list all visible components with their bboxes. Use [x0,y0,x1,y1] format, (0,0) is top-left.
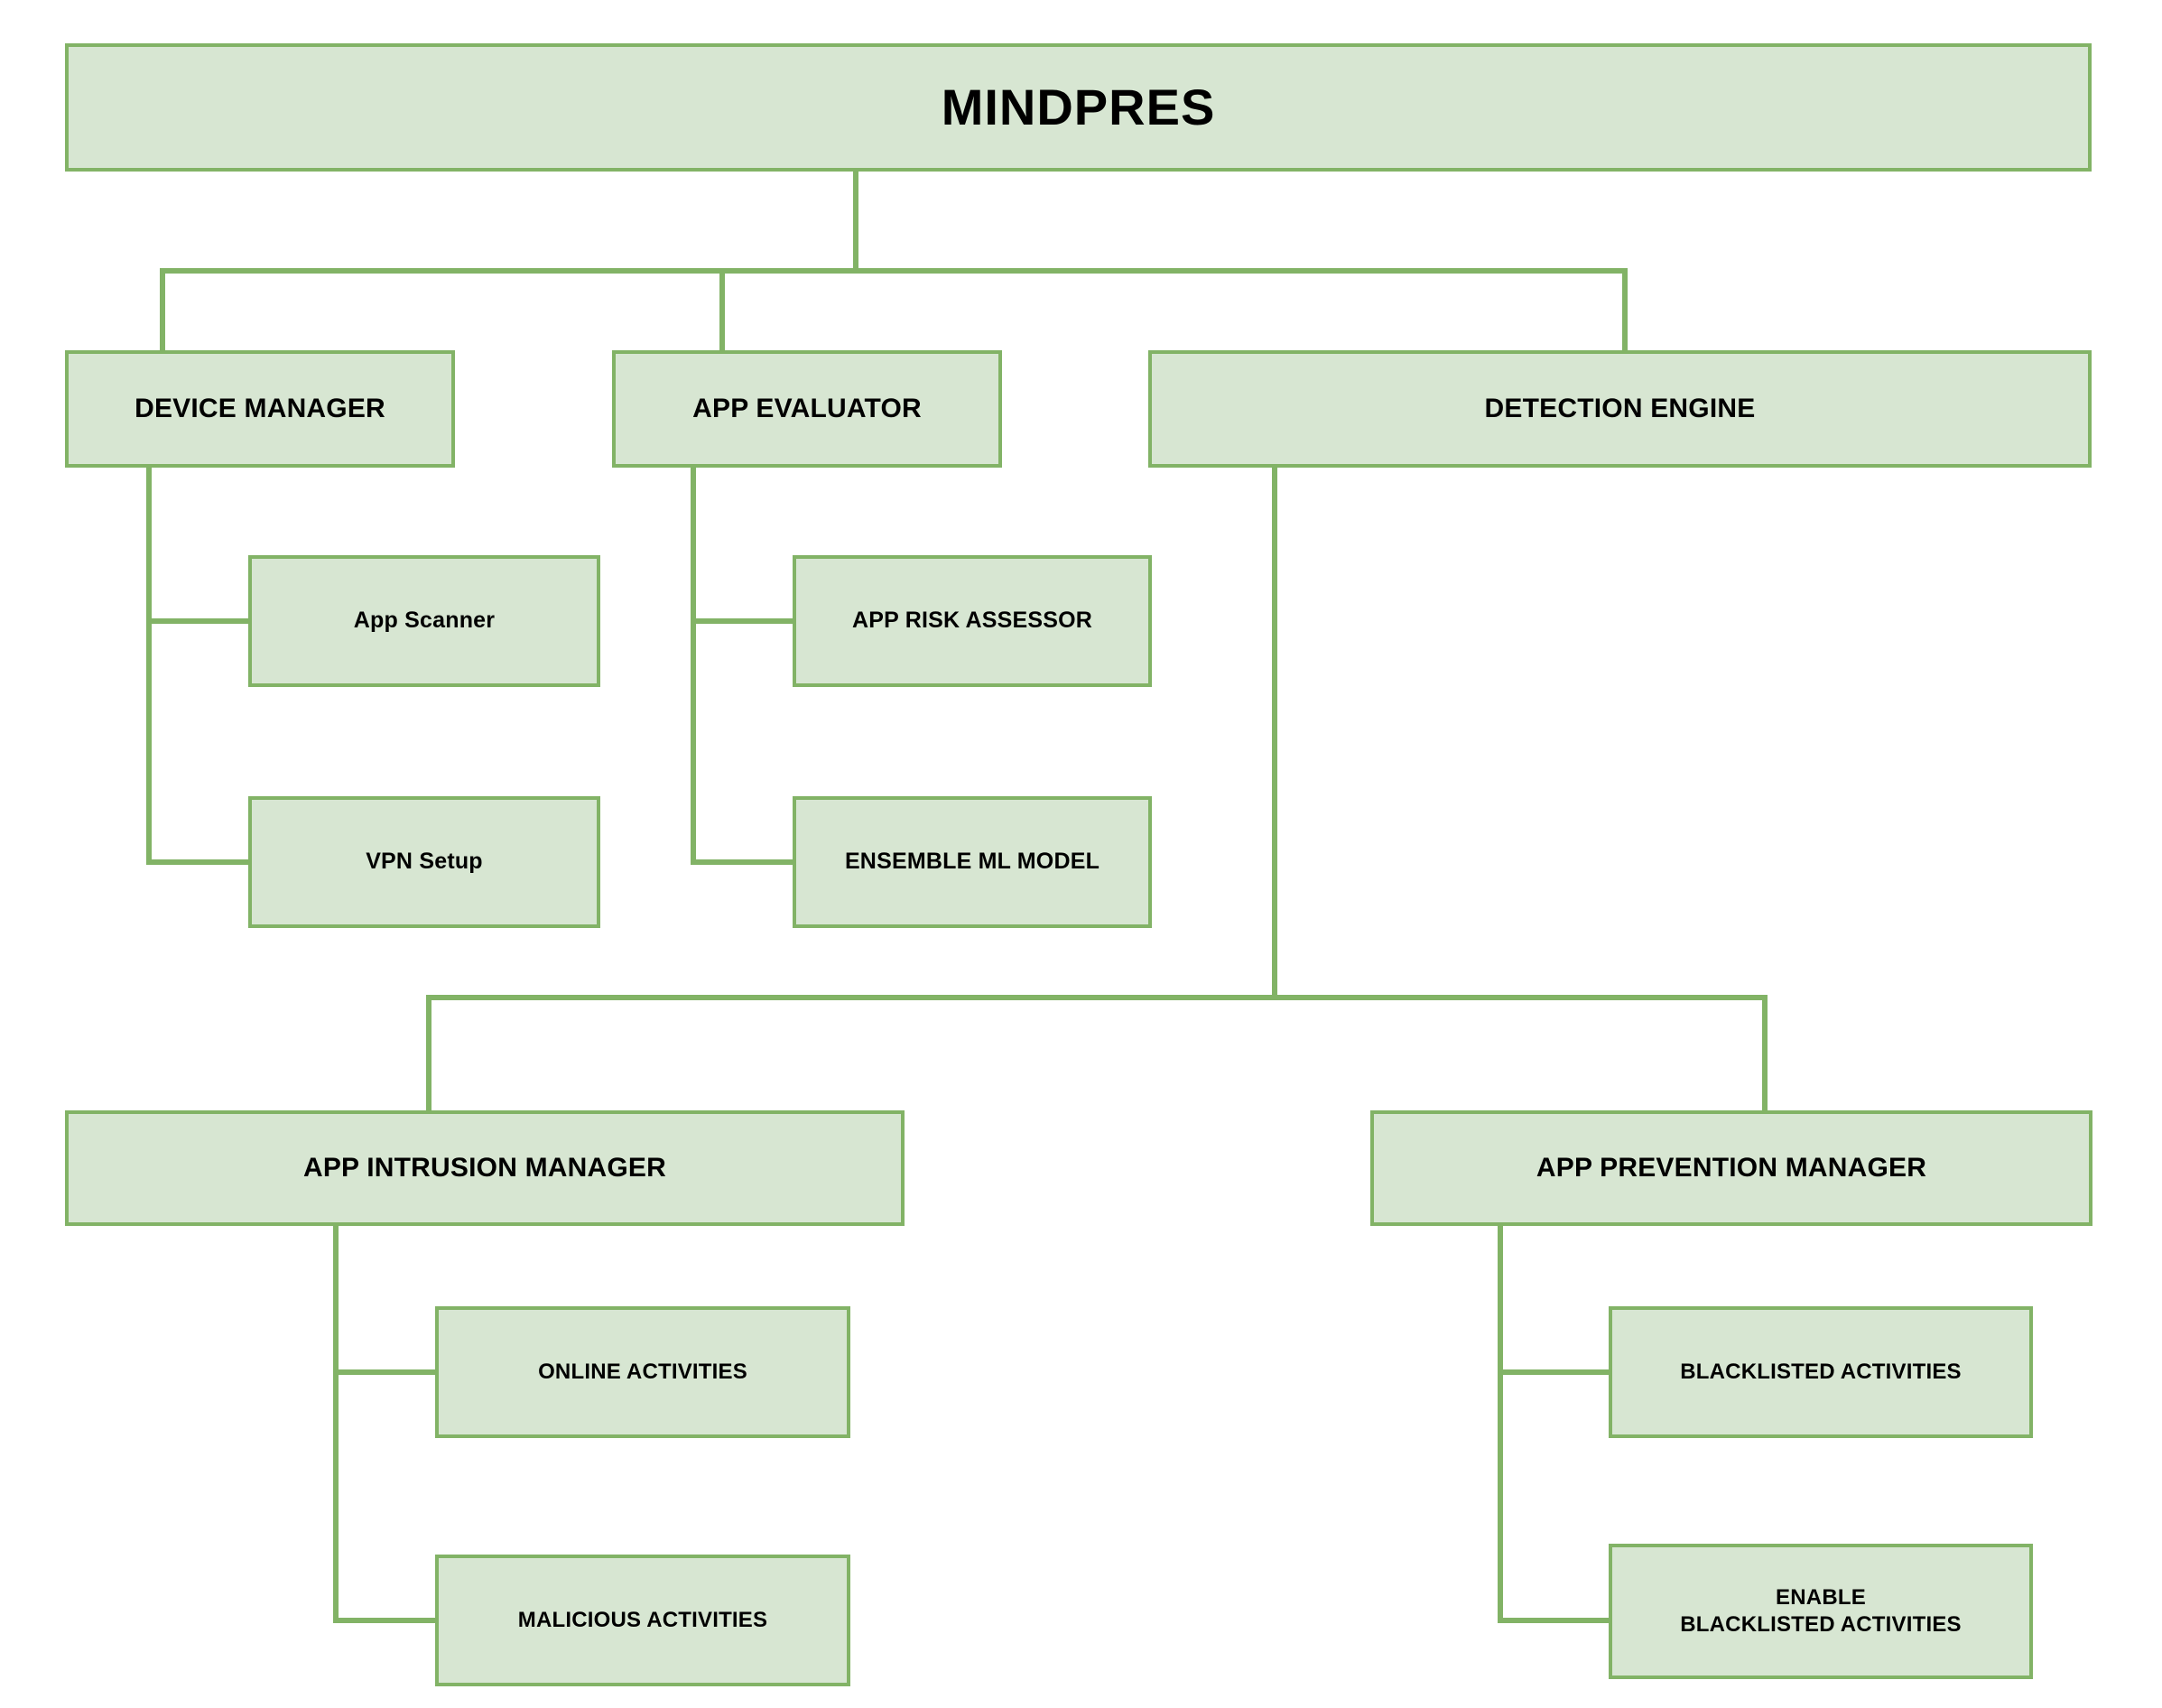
node-online-activities-label: ONLINE ACTIVITIES [538,1360,747,1384]
node-ensemble-ml-model[interactable]: ENSEMBLE ML MODEL [793,796,1152,928]
node-mindpres-label: MINDPRES [941,79,1216,135]
node-app-risk-assessor[interactable]: APP RISK ASSESSOR [793,555,1152,687]
node-mindpres[interactable]: MINDPRES [65,43,2092,172]
node-app-intrusion-manager[interactable]: APP INTRUSION MANAGER [65,1110,905,1226]
node-malicious-activities[interactable]: MALICIOUS ACTIVITIES [435,1555,850,1686]
node-app-scanner-label: App Scanner [353,608,496,634]
node-malicious-activities-label: MALICIOUS ACTIVITIES [517,1608,768,1632]
node-app-intrusion-manager-label: APP INTRUSION MANAGER [302,1153,666,1184]
node-vpn-setup-label: VPN Setup [366,849,483,875]
node-device-manager-label: DEVICE MANAGER [135,394,385,424]
node-app-evaluator[interactable]: APP EVALUATOR [612,350,1002,468]
node-app-prevention-manager-label: APP PREVENTION MANAGER [1536,1153,1927,1184]
node-enable-blacklisted-activities[interactable]: ENABLE BLACKLISTED ACTIVITIES [1609,1544,2033,1679]
node-vpn-setup[interactable]: VPN Setup [248,796,600,928]
node-detection-engine-label: DETECTION ENGINE [1484,394,1756,424]
node-app-prevention-manager[interactable]: APP PREVENTION MANAGER [1370,1110,2092,1226]
node-app-evaluator-label: APP EVALUATOR [692,394,922,424]
node-blacklisted-activities-label: BLACKLISTED ACTIVITIES [1680,1360,1962,1384]
node-online-activities[interactable]: ONLINE ACTIVITIES [435,1306,850,1438]
node-ensemble-ml-model-label: ENSEMBLE ML MODEL [844,849,1100,875]
node-app-scanner[interactable]: App Scanner [248,555,600,687]
node-enable-blacklisted-activities-label: ENABLE BLACKLISTED ACTIVITIES [1680,1585,1962,1637]
node-blacklisted-activities[interactable]: BLACKLISTED ACTIVITIES [1609,1306,2033,1438]
node-detection-engine[interactable]: DETECTION ENGINE [1148,350,2092,468]
node-app-risk-assessor-label: APP RISK ASSESSOR [852,608,1092,634]
node-device-manager[interactable]: DEVICE MANAGER [65,350,455,468]
